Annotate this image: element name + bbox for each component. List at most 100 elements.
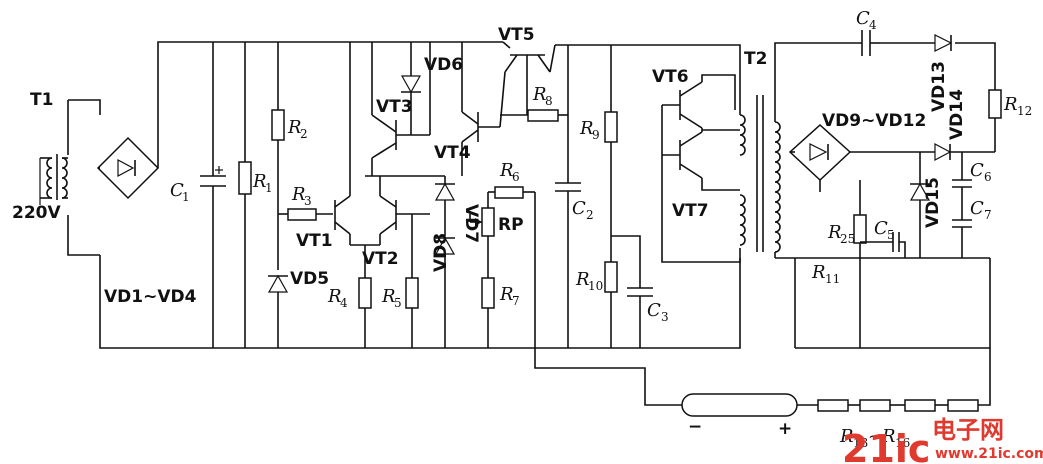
vt5-label: VT5	[498, 25, 535, 45]
svg-text:3: 3	[304, 194, 312, 208]
potentiometer-rp: RP	[469, 192, 524, 278]
svg-text:2: 2	[586, 208, 594, 222]
svg-text:4: 4	[340, 296, 348, 310]
watermark-cn: 电子网	[932, 416, 1004, 444]
svg-text:7: 7	[984, 208, 992, 222]
resistor-r10: R 10	[575, 261, 618, 348]
svg-text:4: 4	[869, 18, 877, 32]
r7-label: R	[499, 284, 514, 305]
vd9-vd12-label: VD9~VD12	[822, 111, 926, 131]
svg-text:6: 6	[984, 170, 992, 184]
voltage-220v-label: 220V	[12, 203, 61, 223]
watermark-logo: 21ic 电子网 www.21ic.com	[842, 416, 1043, 464]
transistor-vt1: VT1	[296, 42, 351, 251]
vd15-label: VD15	[923, 177, 943, 228]
svg-text:7: 7	[512, 294, 520, 308]
r8-label: R	[532, 84, 547, 105]
capacitor-c4: C 4	[856, 8, 880, 56]
diode-vd15: VD15	[909, 152, 943, 258]
vd14-label: VD14	[947, 89, 967, 140]
r25-label: R	[827, 222, 842, 243]
watermark-url: www.21ic.com	[935, 446, 1043, 462]
svg-text:5: 5	[394, 296, 402, 310]
resistor-r9: R 9	[579, 45, 618, 262]
r4-label: R	[327, 286, 342, 307]
c1-label: C	[170, 180, 184, 201]
lamp-negative-wire	[534, 192, 682, 406]
transistor-vt6: VT6	[652, 67, 736, 129]
capacitor-c6: C 6	[952, 152, 992, 188]
r16-label: R	[881, 426, 896, 447]
resistor-r7: R 7	[481, 277, 520, 348]
bridge-vd9-vd12: VD9~VD12	[788, 111, 935, 192]
vt2-label: VT2	[362, 249, 399, 269]
resistor-r5: R 5	[381, 214, 419, 348]
vt3-label: VT3	[376, 97, 413, 117]
resistor-r2: R 2	[271, 42, 308, 270]
r6-label: R	[499, 160, 514, 181]
feedback-wire	[661, 155, 741, 263]
transistor-vt5: VT5	[498, 25, 556, 128]
svg-text:8: 8	[545, 94, 553, 108]
r1-label: R	[252, 171, 267, 192]
capacitor-c3: C 3	[611, 235, 669, 348]
watermark-number: 21ic	[842, 427, 930, 464]
vt1-label: VT1	[296, 231, 333, 251]
vd6-label: VD6	[424, 55, 463, 75]
r12-label: R	[1003, 94, 1018, 115]
r11-label-group: R 11	[811, 262, 840, 286]
transistor-vt2: VT2	[350, 195, 430, 269]
c3-label: C	[647, 300, 661, 321]
c6-label: C	[970, 160, 984, 181]
lamp-plus-label: +	[778, 419, 792, 439]
diode-vd8: VD8	[431, 233, 456, 348]
svg-text:10: 10	[588, 279, 603, 293]
capacitor-c2: C 2	[555, 45, 594, 348]
diode-vd14: VD14	[934, 89, 995, 161]
svg-text:~: ~	[868, 427, 882, 447]
svg-text:16: 16	[895, 436, 910, 450]
svg-text:2: 2	[300, 127, 308, 141]
rp-label: RP	[498, 215, 524, 235]
bottom-rail	[99, 255, 990, 349]
bridge-label: VD1~VD4	[104, 287, 197, 307]
t2-label: T2	[744, 49, 767, 69]
c2-label: C	[572, 198, 586, 219]
resistor-r8: R 8	[500, 84, 568, 122]
svg-text:3: 3	[661, 310, 669, 324]
vd7-label: VD7	[461, 204, 481, 243]
top-rail	[157, 41, 996, 122]
resistor-r4: R 4	[327, 245, 372, 348]
r13-label: R	[839, 426, 854, 447]
capacitor-c5: C 5	[860, 218, 906, 258]
resistor-r12: R 12	[988, 89, 1032, 152]
transistor-vt4: VT4	[429, 42, 500, 176]
transistor-vt7: VT7	[661, 105, 740, 221]
diode-vd6: VD6	[400, 42, 463, 135]
transformer-t1: T1 220V	[12, 90, 101, 256]
resistor-chain-r13-r16: R 13 ~ R 16	[817, 258, 991, 450]
vd5-label: VD5	[290, 269, 329, 289]
r5-label: R	[381, 286, 396, 307]
svg-text:6: 6	[512, 170, 520, 184]
svg-text:1: 1	[265, 181, 273, 195]
diode-vd13: VD13	[929, 34, 953, 112]
svg-text:1: 1	[182, 190, 190, 204]
transistor-vt3: VT3	[365, 42, 445, 196]
c4-label: C	[856, 8, 870, 29]
c5-label: C	[874, 218, 888, 239]
svg-text:13: 13	[853, 436, 868, 450]
capacitor-c7: C 7	[952, 187, 992, 258]
svg-text:25: 25	[840, 232, 855, 246]
resistor-r25: R 25	[827, 180, 867, 348]
svg-text:11: 11	[825, 272, 840, 286]
svg-text:12: 12	[1017, 104, 1032, 118]
resistor-r3: R 3	[278, 184, 333, 221]
r10-label: R	[575, 269, 590, 290]
transformer-t2: T2	[739, 49, 795, 259]
resistor-r1: R 1	[238, 42, 273, 348]
lamp-tube: − +	[681, 393, 818, 439]
vt6-label: VT6	[652, 67, 689, 87]
